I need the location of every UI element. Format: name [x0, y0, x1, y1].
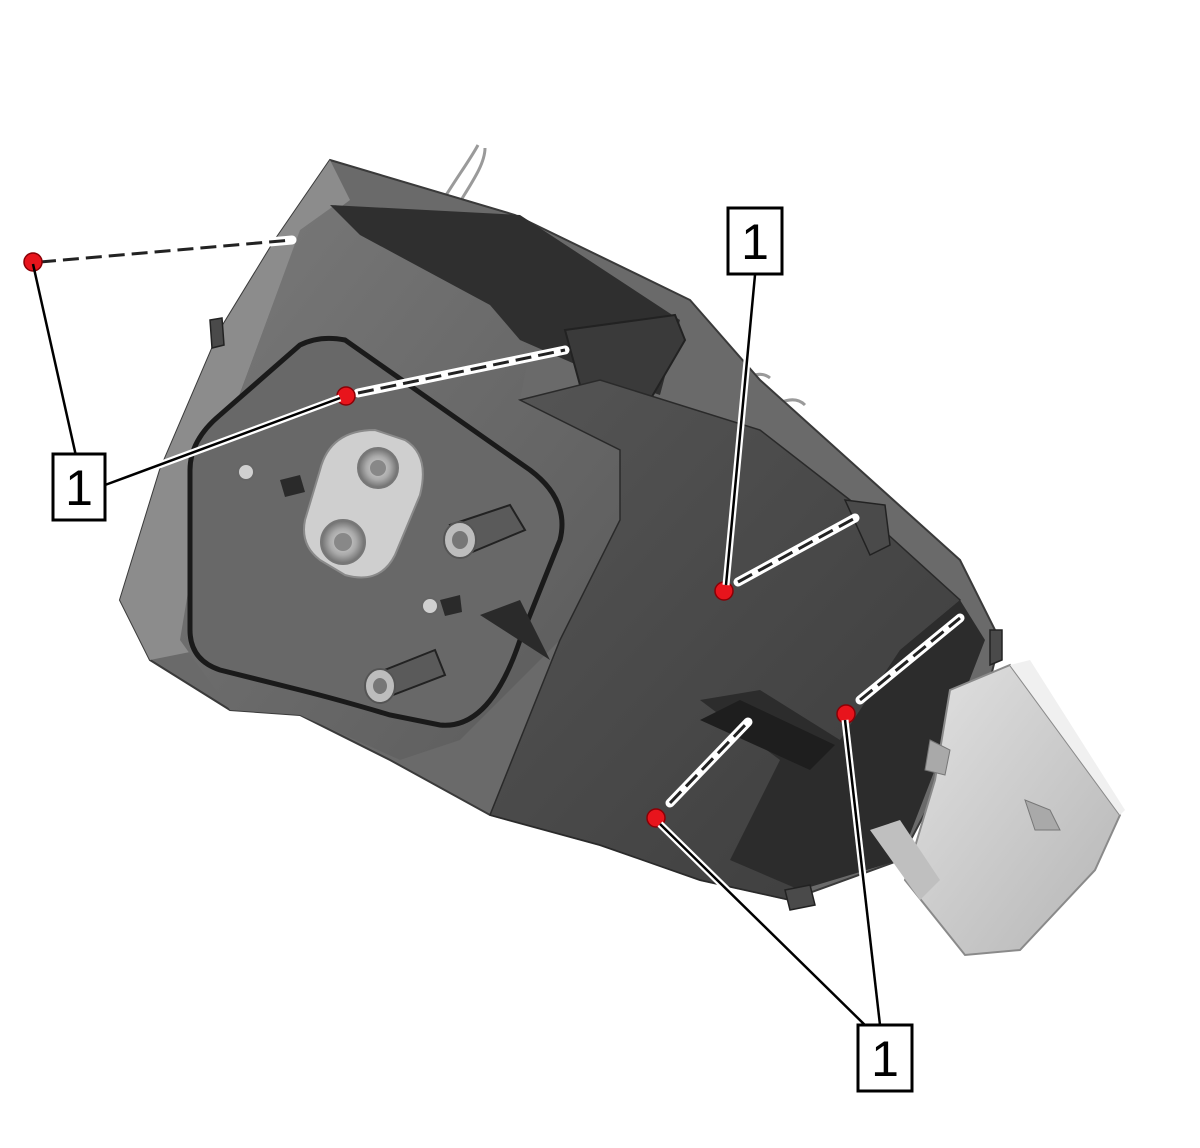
callout-top-center: 1 — [726, 206, 784, 276]
duct-outlet-box — [563, 313, 687, 402]
callout-left: 1 — [51, 452, 107, 522]
housing-side-face — [120, 160, 350, 660]
leader-lines — [31, 263, 884, 1033]
screw-removal-paths — [35, 235, 965, 808]
screw-marker — [336, 386, 356, 406]
callout-bottom-label: 1 — [871, 1031, 899, 1087]
screw-marker — [646, 808, 666, 828]
callout-left-label: 1 — [65, 460, 93, 516]
screw-marker — [23, 252, 43, 272]
blower-motor — [870, 660, 1125, 957]
callout-top-center-label: 1 — [741, 214, 769, 270]
callout-bottom: 1 — [856, 1023, 914, 1093]
expansion-valve — [303, 428, 424, 579]
housing-recess — [700, 600, 985, 890]
screws — [23, 252, 856, 828]
panel-arrow-marker — [480, 600, 550, 660]
recess-ledge — [700, 700, 835, 770]
hvac-housing — [118, 144, 1125, 957]
pipe-stubs — [237, 463, 527, 704]
